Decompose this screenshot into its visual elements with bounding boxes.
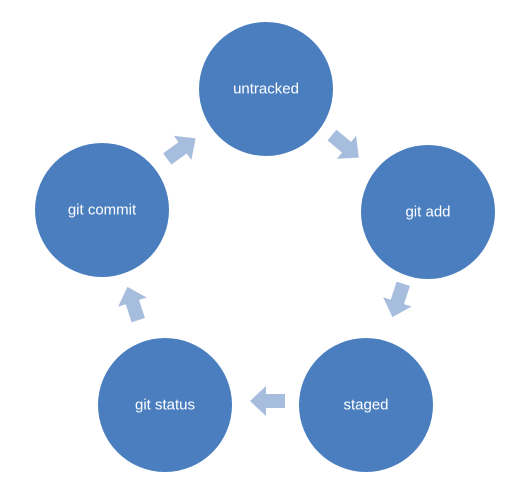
node-git-add-circle bbox=[361, 145, 495, 279]
node-untracked-label: untracked bbox=[233, 81, 299, 98]
arrow-untracked-to-git-add bbox=[327, 129, 359, 159]
node-git-commit-circle bbox=[35, 143, 169, 277]
node-untracked: untracked bbox=[199, 22, 333, 156]
node-staged: staged bbox=[299, 338, 433, 472]
arrow-staged-to-git-status bbox=[250, 386, 285, 416]
arrow-git-add-to-staged bbox=[383, 281, 412, 318]
node-git-status: git status bbox=[98, 338, 232, 472]
node-git-add-label: git add bbox=[405, 204, 450, 221]
node-untracked-circle bbox=[199, 22, 333, 156]
node-git-commit: git commit bbox=[35, 143, 169, 277]
arrow-git-status-to-git-commit bbox=[118, 286, 147, 323]
arrow-git-commit-to-untracked bbox=[163, 135, 196, 165]
node-staged-label: staged bbox=[343, 397, 388, 414]
node-git-status-circle bbox=[98, 338, 232, 472]
node-staged-circle bbox=[299, 338, 433, 472]
node-git-status-label: git status bbox=[135, 397, 195, 414]
node-git-add: git add bbox=[361, 145, 495, 279]
node-git-commit-label: git commit bbox=[68, 202, 137, 219]
